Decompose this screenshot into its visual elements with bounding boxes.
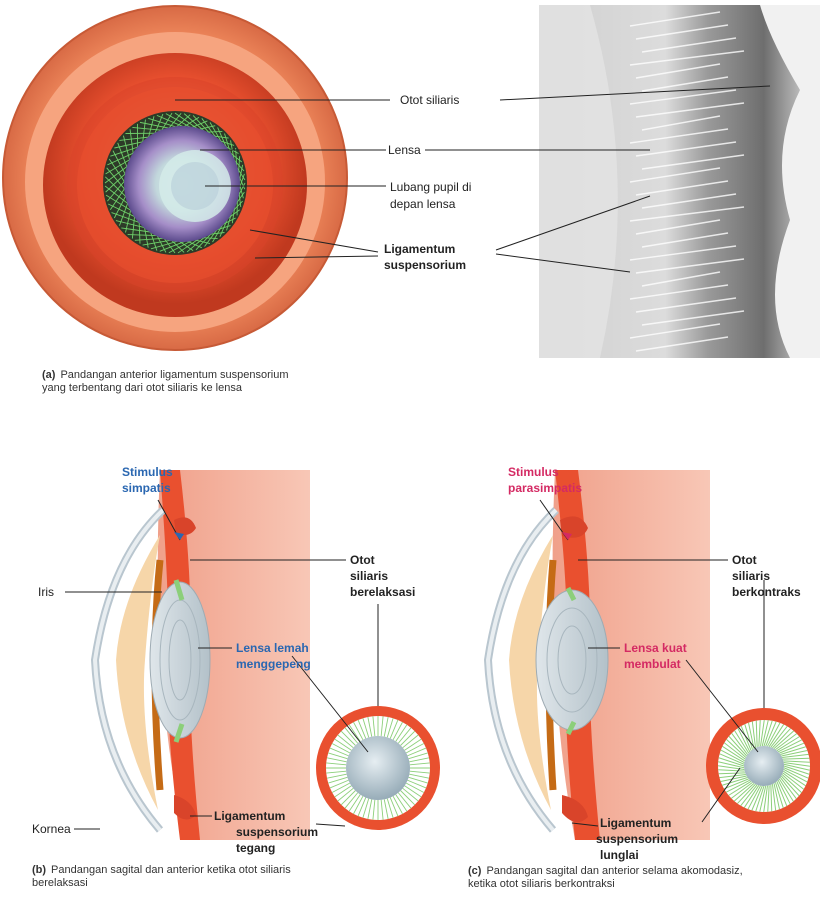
label-ligamentum-a-1: Ligamentum (384, 242, 455, 256)
label-lensa-kuat-2: membulat (624, 657, 681, 671)
label-lensa-kuat-1: Lensa kuat (624, 641, 687, 655)
label-otot-c-1: Otot (732, 553, 757, 567)
label-lensa-lemah-2: menggepeng (236, 657, 311, 671)
label-lensa-a: Lensa (388, 143, 421, 157)
caption-a-text: Pandangan anterior ligamentum suspensori… (42, 369, 289, 394)
label-otot-siliaris-a: Otot siliaris (400, 93, 459, 107)
label-lubang-pupil-2: depan lensa (390, 197, 455, 211)
caption-c-letter: (c) (468, 865, 481, 877)
label-ligamentum-c-2: suspensorium (596, 832, 678, 846)
label-iris: Iris (38, 585, 54, 599)
lens-anterior-c (744, 746, 784, 786)
caption-a: (a)Pandangan anterior ligamentum suspens… (42, 369, 292, 395)
label-stimulus-parasimpatis-1: Stimulus (508, 465, 559, 479)
label-ligamentum-c-1: Ligamentum (600, 816, 671, 830)
label-ligamentum-a-2: suspensorium (384, 258, 466, 272)
lens-flat-b (150, 582, 210, 738)
panel-a-photograph (539, 5, 820, 358)
label-ligamentum-c-3: lunglai (600, 848, 639, 862)
caption-a-letter: (a) (42, 369, 55, 381)
label-otot-b-1: Otot (350, 553, 375, 567)
label-stimulus-parasimpatis-2: parasimpatis (508, 481, 582, 495)
label-ligamentum-b-2: suspensorium (236, 825, 318, 839)
label-stimulus-simpatis-1: Stimulus (122, 465, 173, 479)
caption-c-text: Pandangan sagital dan anterior selama ak… (468, 865, 743, 890)
panel-a-illustration (3, 6, 347, 350)
caption-b-letter: (b) (32, 864, 46, 876)
label-ligamentum-b-3: tegang (236, 841, 275, 855)
panel-b-sagittal (95, 470, 440, 840)
label-otot-b-2: siliaris (350, 569, 388, 583)
caption-b-text: Pandangan sagital dan anterior ketika ot… (32, 864, 291, 889)
label-lubang-pupil-1: Lubang pupil di (390, 180, 471, 194)
panel-c-sagittal (488, 470, 820, 840)
label-ligamentum-b-1: Ligamentum (214, 809, 285, 823)
label-stimulus-simpatis-2: simpatis (122, 481, 171, 495)
label-otot-c-2: siliaris (732, 569, 770, 583)
caption-b: (b)Pandangan sagital dan anterior ketika… (32, 864, 294, 890)
label-otot-b-3: berelaksasi (350, 585, 415, 599)
label-otot-c-3: berkontraks (732, 585, 801, 599)
caption-c: (c)Pandangan sagital dan anterior selama… (468, 865, 746, 891)
lens-anterior-b (346, 736, 410, 800)
label-kornea: Kornea (32, 822, 71, 836)
label-lensa-lemah-1: Lensa lemah (236, 641, 309, 655)
